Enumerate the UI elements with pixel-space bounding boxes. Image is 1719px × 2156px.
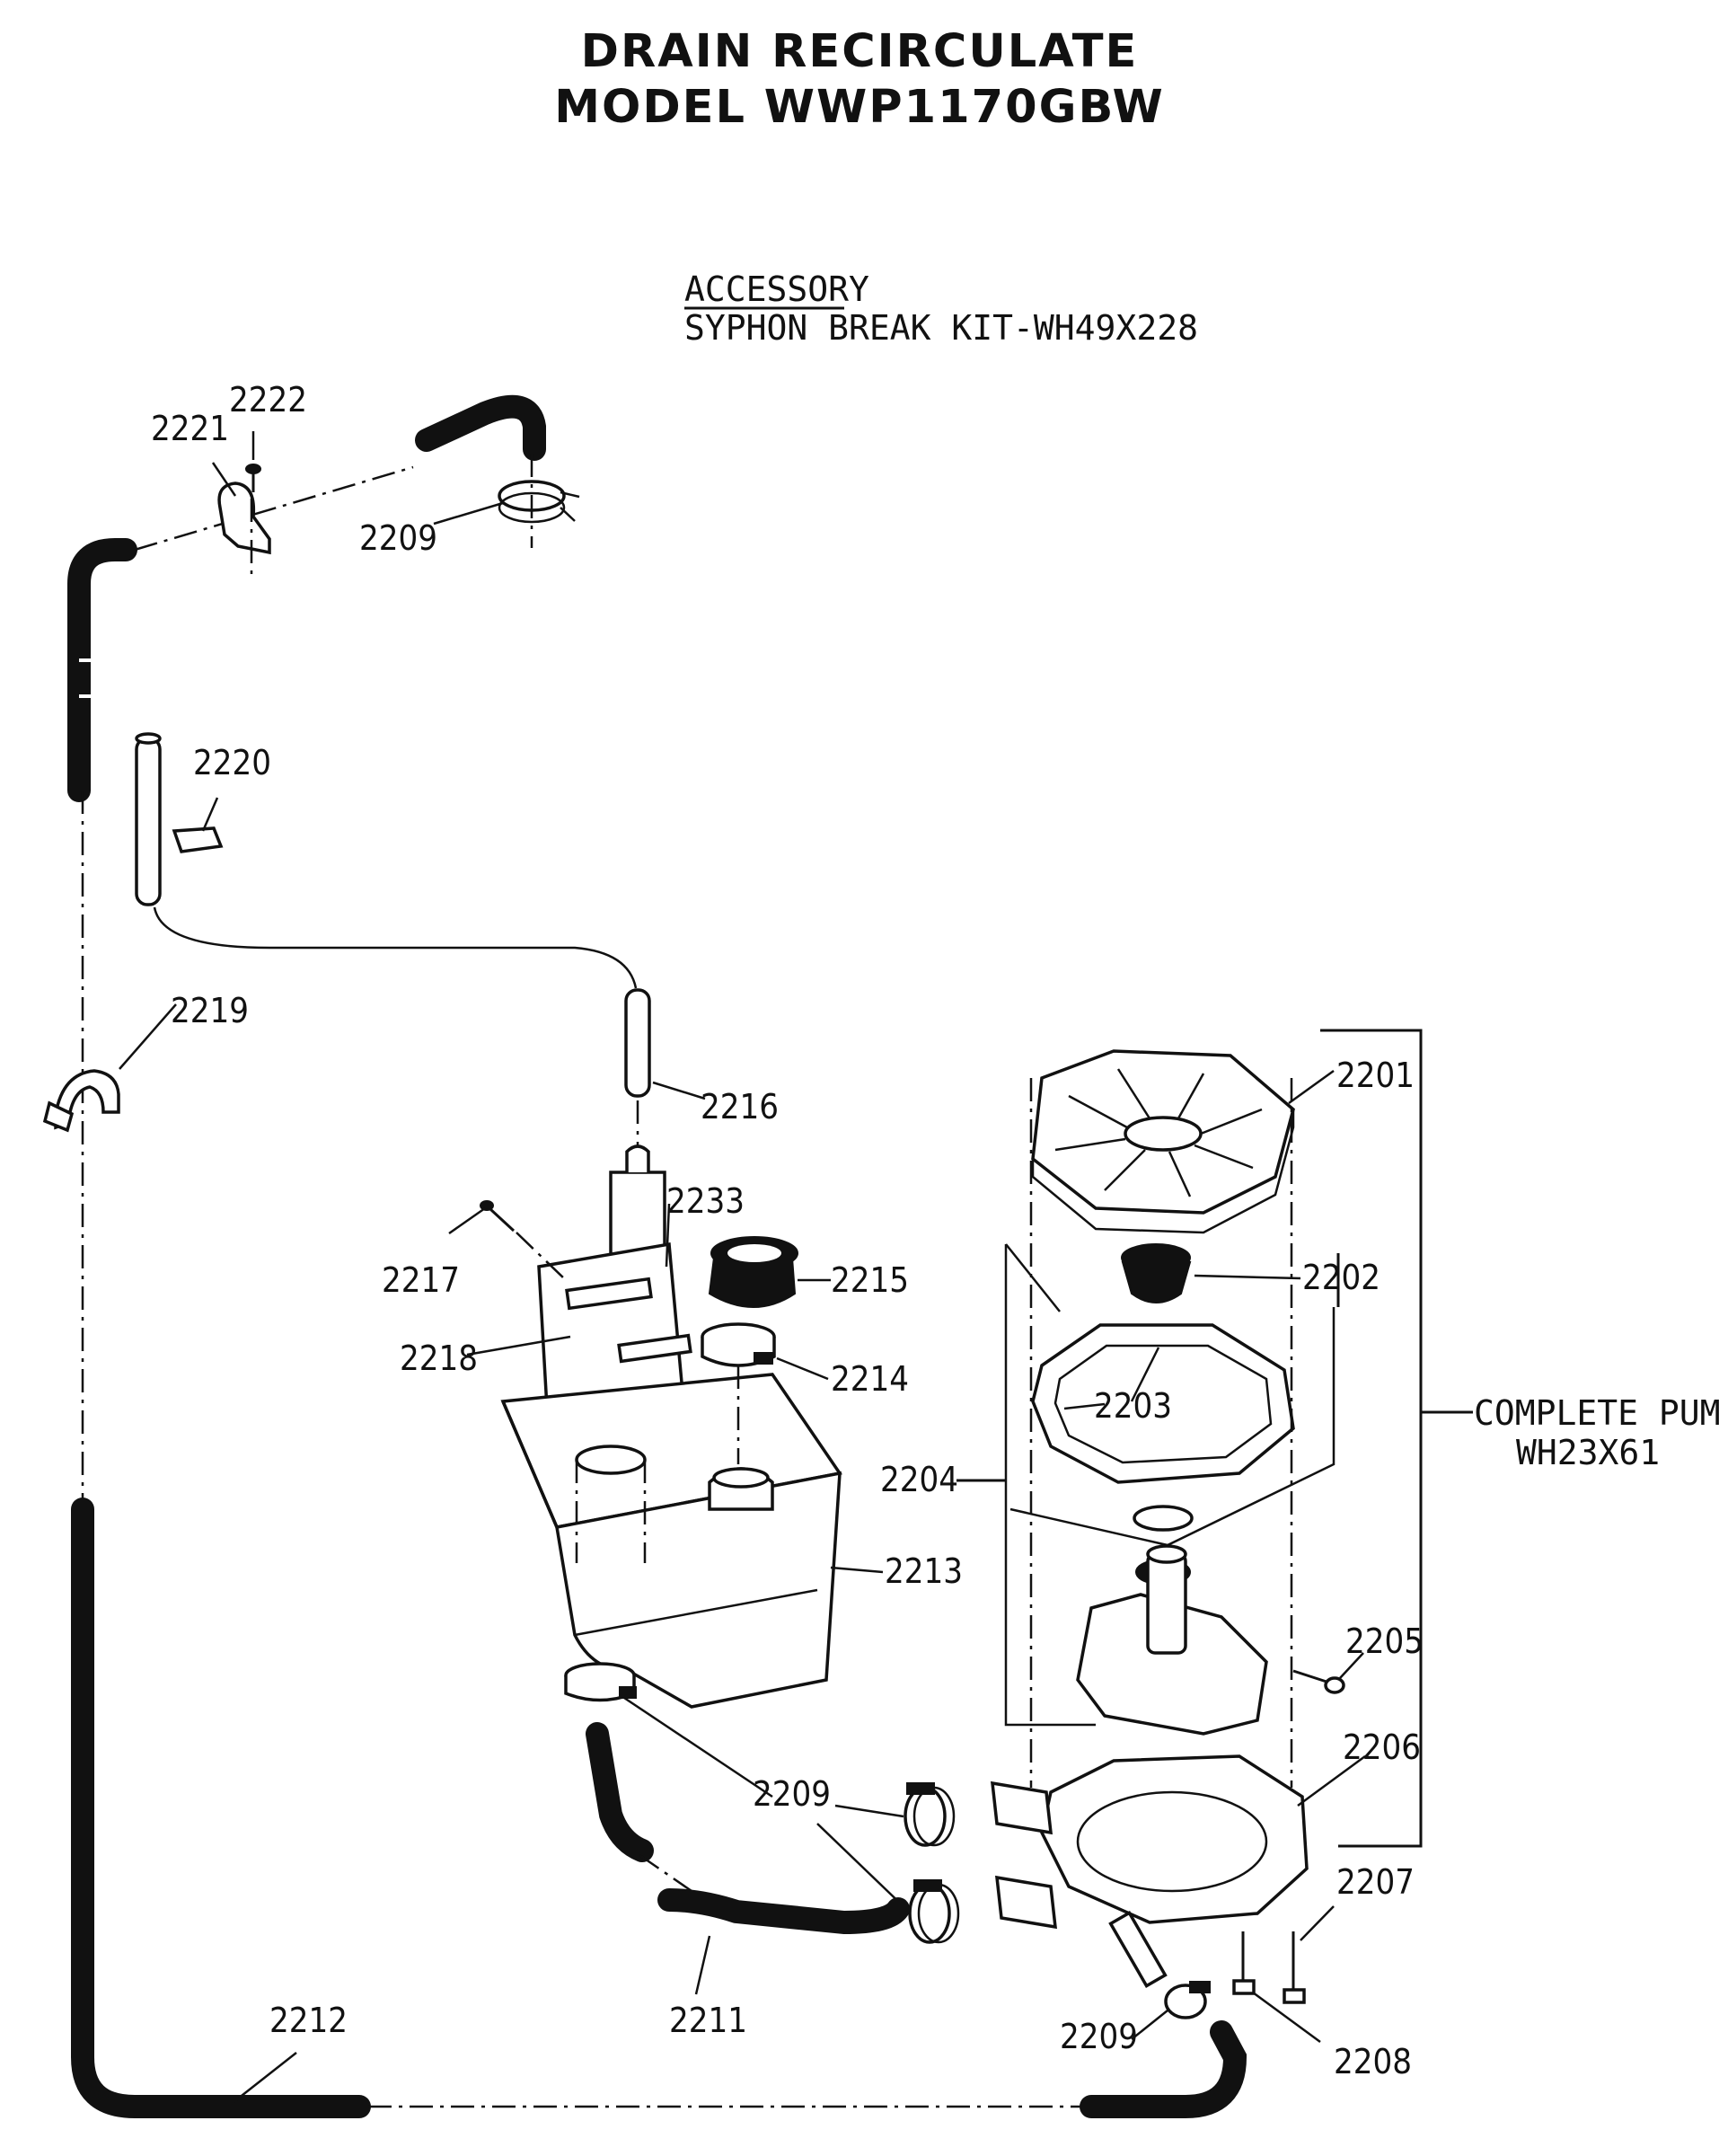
- pump-cover-2201: [1031, 1049, 1295, 1234]
- callout-numbers: 2221 2222 2209 2220 2219 2216 2233 2217 …: [151, 380, 1424, 2081]
- accessory-heading: ACCESSORY: [684, 270, 869, 309]
- callout-2209-middle: 2209: [753, 1774, 831, 1814]
- hose-strap-2221: [217, 482, 271, 555]
- callout-2214: 2214: [831, 1359, 909, 1399]
- callout-2220: 2220: [193, 743, 271, 782]
- drain-hose-elbow-top: [415, 394, 546, 461]
- callout-2215: 2215: [831, 1260, 909, 1300]
- drain-hose-end: [1080, 2020, 1247, 2118]
- bracket-2218: [565, 1277, 692, 1364]
- callout-2206: 2206: [1343, 1727, 1421, 1767]
- diagram-title: DRAIN RECIRCULATE: [580, 25, 1139, 78]
- screw-2205: [1292, 1669, 1345, 1694]
- accessory-note: ACCESSORY SYPHON BREAK KIT-WH49X228: [684, 270, 1198, 348]
- hose-adapter-2215: [708, 1236, 798, 1308]
- callout-2213: 2213: [885, 1551, 963, 1591]
- air-tube-2216: [624, 988, 651, 1098]
- hose-clamp-pump-lower: [908, 1879, 960, 1944]
- hose-clamp-top: [498, 480, 580, 524]
- callout-2216: 2216: [701, 1087, 779, 1127]
- callout-2233: 2233: [666, 1181, 745, 1221]
- hose-2211: [657, 1888, 910, 1935]
- pump-base-2206: [991, 1754, 1309, 1989]
- callout-2204: 2204: [880, 1460, 958, 1499]
- callout-2219: 2219: [171, 991, 249, 1030]
- hose-clamp-2214: [701, 1322, 776, 1367]
- pump-seal-2202: [1121, 1243, 1192, 1303]
- drain-hose-2212: [71, 1498, 371, 2118]
- callout-2201: 2201: [1336, 1056, 1415, 1095]
- callout-2222: 2222: [229, 380, 307, 420]
- hose-clip-2219: [42, 1069, 120, 1133]
- callout-2212: 2212: [269, 2001, 348, 2040]
- screw-2217: [480, 1200, 516, 1233]
- callout-2221: 2221: [151, 409, 229, 448]
- screw-2222: [245, 464, 261, 492]
- callout-2209-top: 2209: [359, 518, 437, 558]
- callout-2203: 2203: [1094, 1386, 1172, 1426]
- hose-route-line-top: [134, 465, 414, 552]
- callout-2205: 2205: [1345, 1621, 1424, 1661]
- screw-2207: [1283, 1931, 1306, 2004]
- callout-2218: 2218: [400, 1339, 478, 1378]
- screw-2208: [1232, 1931, 1256, 1995]
- callout-2211: 2211: [669, 2001, 747, 2040]
- complete-pump-label: COMPLETE PUMP: [1474, 1393, 1719, 1433]
- syphon-clip-2220: [172, 826, 224, 853]
- callout-2217: 2217: [382, 1260, 460, 1300]
- pump-gasket-2203: [1031, 1323, 1295, 1484]
- tank-elbow-hose: [586, 1722, 654, 1862]
- hose-clamp-tank: [564, 1662, 637, 1702]
- leader-lines: [119, 431, 1366, 2103]
- hose-axis-tank: [639, 1853, 692, 1893]
- syphon-break-tube: [135, 732, 162, 906]
- callout-2202: 2202: [1302, 1258, 1380, 1297]
- callout-2209-bottom: 2209: [1060, 2017, 1138, 2056]
- syphon-line: [153, 906, 638, 989]
- hose-clamp-pump-upper: [904, 1782, 956, 1847]
- complete-pump-bracket: [1320, 1029, 1473, 1848]
- callout-2208: 2208: [1334, 2042, 1412, 2081]
- model-number: MODEL WWP1170GBW: [554, 81, 1165, 134]
- pump-impeller: [1076, 1544, 1268, 1736]
- syphon-break-kit-label: SYPHON BREAK KIT-WH49X228: [684, 308, 1198, 348]
- drain-hose-upper: [67, 538, 137, 802]
- hose-clamp-outlet: [1164, 1981, 1211, 2019]
- complete-pump-part-no: WH23X61: [1516, 1433, 1660, 1472]
- recirculate-tank-2213: [500, 1144, 842, 1709]
- screw-axis-2217: [516, 1232, 567, 1281]
- callout-2207: 2207: [1336, 1862, 1415, 1902]
